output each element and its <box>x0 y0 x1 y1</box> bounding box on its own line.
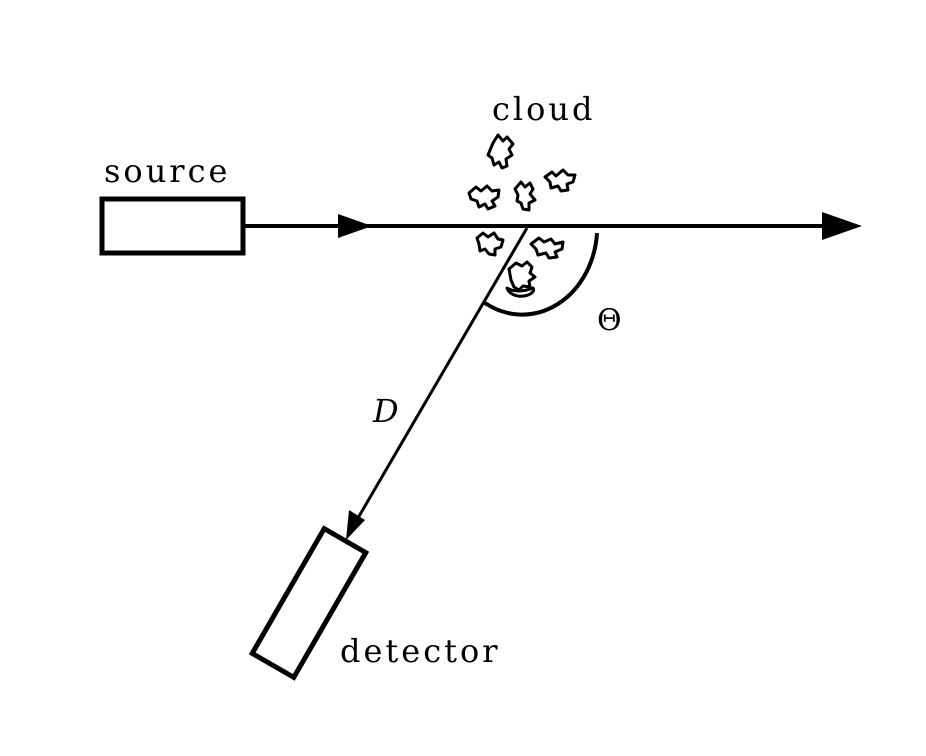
scattered-beam-line <box>356 227 529 519</box>
detector-box <box>248 525 370 681</box>
cloud-particles <box>467 133 577 298</box>
cloud-particle <box>486 133 515 170</box>
transmitted-beam-arrowhead <box>822 212 862 240</box>
incident-beam-mid-arrow <box>338 214 372 238</box>
source-box <box>99 196 246 256</box>
source-label: source <box>104 152 230 190</box>
cloud-label: cloud <box>492 90 596 128</box>
angle-label: Θ <box>597 303 622 338</box>
detector-label: detector <box>340 632 501 670</box>
cloud-particle <box>467 184 501 211</box>
cloud-particle <box>513 180 537 212</box>
cloud-particle <box>507 260 537 292</box>
cloud-particle <box>543 168 577 193</box>
scattered-beam-arrowhead <box>346 510 365 540</box>
scattering-angle-arc <box>483 232 599 317</box>
cloud-particle <box>475 231 505 257</box>
cloud-particle <box>505 286 535 298</box>
cloud-particle <box>529 236 565 260</box>
distance-label: D <box>372 392 399 430</box>
